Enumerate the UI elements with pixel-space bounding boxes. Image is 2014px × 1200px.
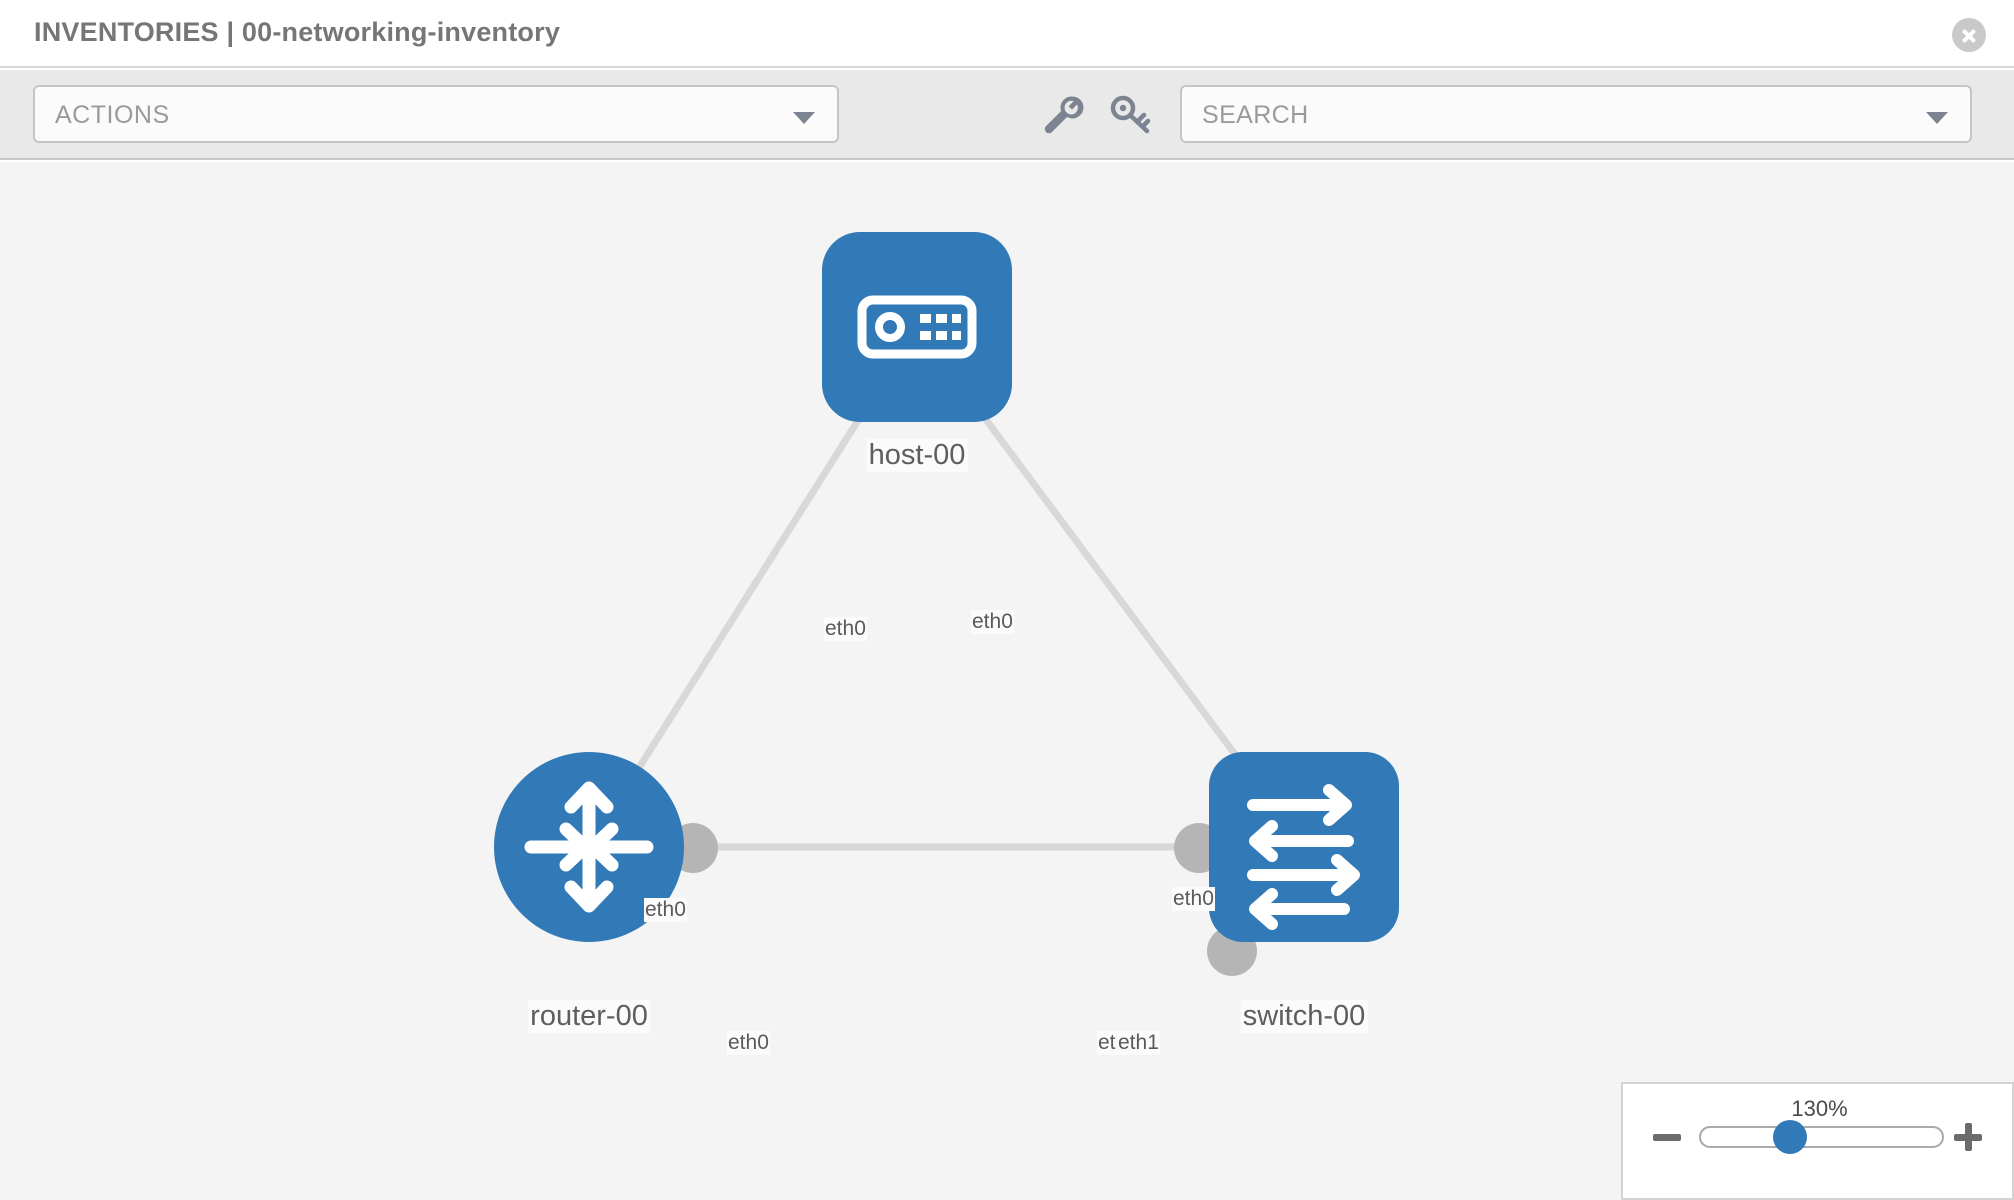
- interface-label: eth1: [1117, 1031, 1160, 1055]
- zoom-out-button[interactable]: [1653, 1123, 1681, 1151]
- key-icon[interactable]: [1106, 90, 1154, 138]
- topology-graph: [494, 232, 1399, 976]
- close-icon[interactable]: [1952, 18, 1986, 52]
- node-router-00: [494, 752, 684, 942]
- chevron-down-icon: [793, 112, 815, 124]
- node-label-host-00: host-00: [866, 439, 968, 472]
- page-header: INVENTORIES | 00-networking-inventory: [0, 0, 2014, 68]
- interface-label: eth0: [971, 610, 1014, 634]
- toolbar: ACTIONS SEARCH: [0, 70, 2014, 160]
- node-switch-00: [1209, 752, 1399, 942]
- interface-label: eth0: [644, 898, 687, 922]
- zoom-slider-track[interactable]: [1699, 1126, 1944, 1148]
- server-icon: [857, 295, 977, 359]
- chevron-down-icon[interactable]: [1926, 112, 1948, 124]
- zoom-in-button[interactable]: [1954, 1123, 1982, 1151]
- node-label-router-00: router-00: [528, 1000, 650, 1033]
- interface-label: eth0: [824, 617, 867, 641]
- node-host-00: [822, 232, 1012, 422]
- router-arrows-icon: [524, 781, 654, 913]
- actions-dropdown-label: ACTIONS: [55, 101, 170, 129]
- actions-dropdown[interactable]: ACTIONS: [33, 85, 839, 143]
- interface-label: eth0: [727, 1031, 770, 1055]
- interface-label: eth0: [1172, 887, 1215, 911]
- wrench-icon[interactable]: [1038, 90, 1086, 138]
- zoom-control: 130%: [1621, 1082, 2014, 1200]
- switch-arrows-icon: [1247, 784, 1360, 930]
- zoom-slider-handle[interactable]: [1773, 1120, 1807, 1154]
- search-placeholder: SEARCH: [1202, 101, 1309, 129]
- zoom-level-label: 130%: [1791, 1096, 1848, 1121]
- page-title: INVENTORIES | 00-networking-inventory: [34, 17, 561, 47]
- search-input[interactable]: SEARCH: [1180, 85, 1972, 143]
- topology-canvas[interactable]: host-00 router-00 switch-00 eth0 eth0 et…: [0, 162, 2014, 1200]
- node-label-switch-00: switch-00: [1240, 1000, 1368, 1033]
